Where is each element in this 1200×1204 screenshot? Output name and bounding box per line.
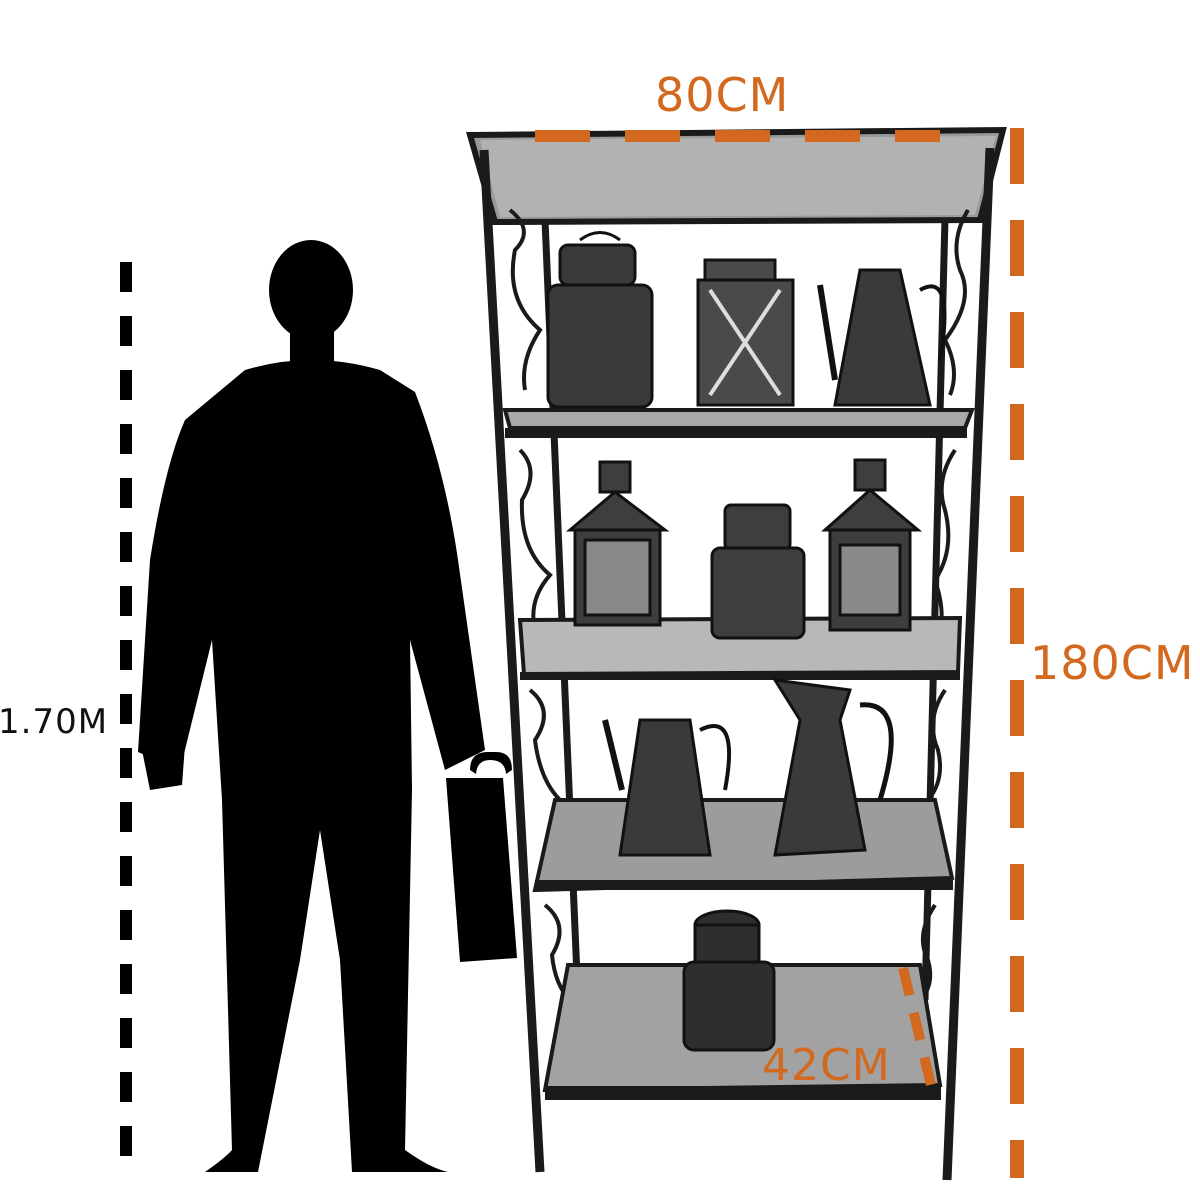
hand-left [140,740,185,790]
shelf-board-3 [532,798,955,893]
width-label: 80CM [655,68,790,122]
shelf-board-1 [502,408,975,430]
pitcher-icon [772,678,894,857]
milk-can-icon [682,909,776,1052]
height-label: 180CM [1030,636,1195,690]
milk-can-icon [710,503,806,640]
person-height-label: 1.70M [0,702,109,742]
shelf-objects [546,231,947,1052]
watering-can-icon [817,268,947,407]
depth-label: 42CM [762,1040,891,1091]
upright-front-left [479,149,545,1173]
lantern-icon [696,258,795,407]
lantern-icon [565,460,670,627]
milk-can-icon [546,231,654,409]
upright-front-right [942,147,995,1181]
briefcase-icon [446,752,517,962]
depth-dashed-line [898,966,940,1104]
person-silhouette [138,240,485,1172]
lantern-icon [821,458,923,632]
scroll-decoration [508,208,970,1002]
coffee-pot-icon [602,718,732,857]
